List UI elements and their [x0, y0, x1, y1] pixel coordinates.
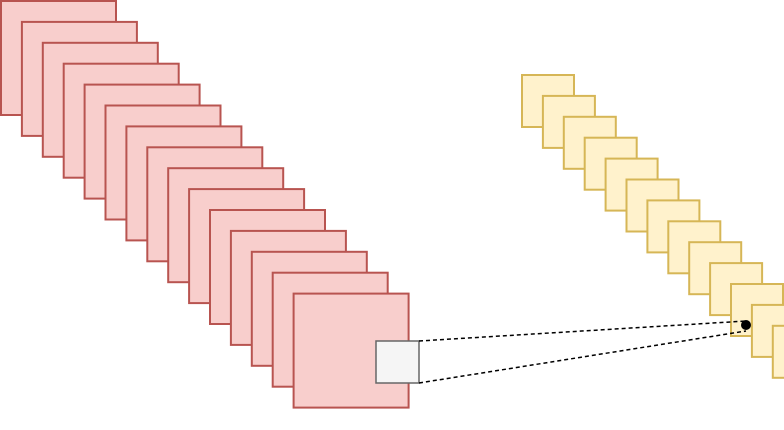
output-point-dot — [741, 320, 751, 330]
input-feature-map-stack — [0, 0, 410, 409]
connector-line-top — [418, 320, 747, 342]
connector-line-bottom — [418, 330, 747, 384]
output-feature-map-13 — [771, 324, 784, 379]
output-feature-map-stack — [521, 74, 784, 379]
receptive-field-window — [375, 340, 420, 384]
